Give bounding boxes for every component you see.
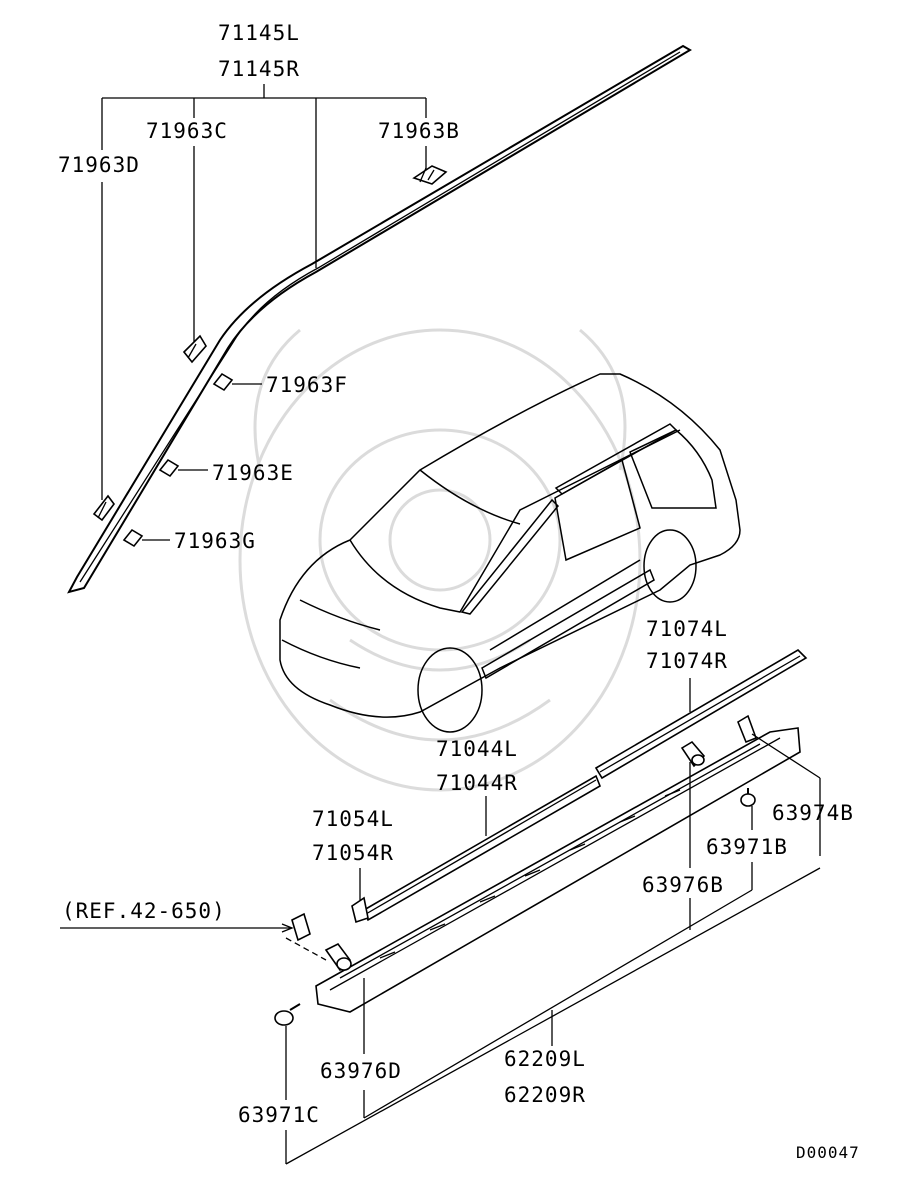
label-71074l: 71074L [646,617,728,641]
label-71963b: 71963B [378,119,460,143]
label-71054l: 71054L [312,807,394,831]
roof-moulding [67,44,692,594]
label-62209l: 62209L [504,1047,586,1071]
label-63976b: 63976B [642,873,724,897]
side-garnish-71074 [594,648,808,780]
label-63976d: 63976D [320,1059,402,1083]
label-71963f: 71963F [266,373,348,397]
label-71963c: 71963C [146,119,228,143]
screw-63971b [740,788,756,807]
label-71074r: 71074R [646,649,728,673]
label-71963d: 71963D [58,153,140,177]
leader-lower [60,733,821,1165]
side-sill-62209 [315,727,801,1013]
diagram-code: D00047 [796,1143,860,1162]
clip-71963f [212,372,262,392]
label-71044r: 71044R [436,771,518,795]
watermark-emblem [238,328,642,792]
label-62209r: 62209R [504,1083,586,1107]
car-outline [279,373,741,733]
clip-71963c [182,334,207,364]
label-63971b: 63971B [706,835,788,859]
bracket-ref [291,912,311,942]
clip-63974b [737,714,758,744]
clip-63976d [324,942,352,972]
end-piece-71054 [351,896,369,924]
label-71044l: 71044L [436,737,518,761]
label-reference: (REF.42-650) [62,899,226,923]
clip-71963e [158,458,208,478]
label-71963g: 71963G [174,529,256,553]
label-63974b: 63974B [772,801,854,825]
label-71145l: 71145L [218,21,300,45]
clip-71963g [122,528,170,548]
label-71054r: 71054R [312,841,394,865]
screw-63971c [274,1003,301,1026]
leader-71145 [101,84,427,500]
label-71963e: 71963E [212,461,294,485]
clip-71963b [412,165,448,185]
label-71145r: 71145R [218,57,300,81]
label-63971c: 63971C [238,1103,320,1127]
clip-71963d [92,494,115,522]
clip-63976b [680,740,706,768]
